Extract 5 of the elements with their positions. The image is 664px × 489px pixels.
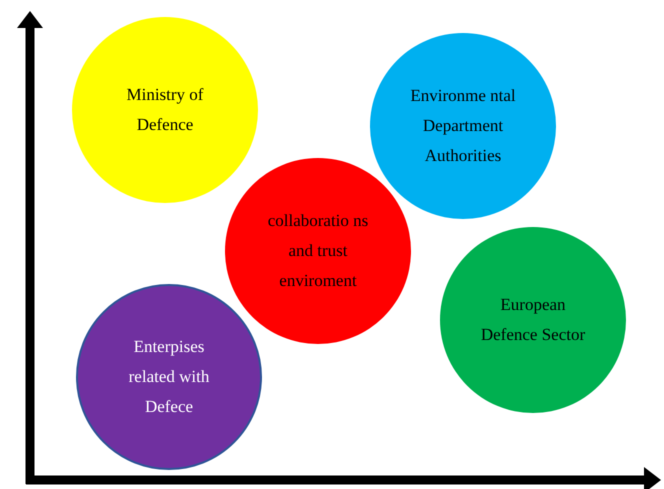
circle-label: Ministry of Defence bbox=[126, 84, 204, 136]
circle-label: Environme ntal Department Authorities bbox=[409, 85, 517, 167]
circle-label: European Defence Sector bbox=[480, 294, 586, 346]
circle-label: Enterpises related with Defece bbox=[128, 336, 210, 418]
circle-label: collaboratio ns and trust enviroment bbox=[266, 210, 370, 292]
